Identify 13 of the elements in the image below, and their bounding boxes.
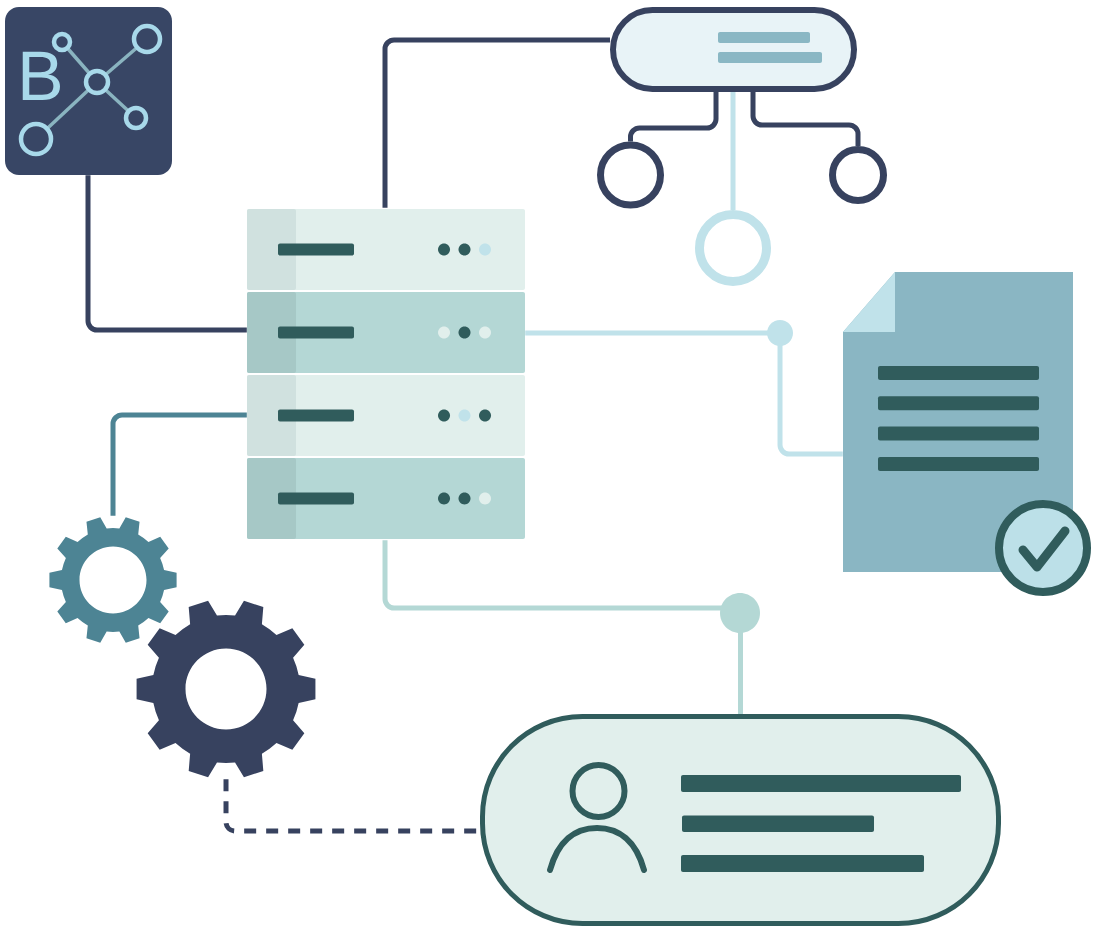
connector-line (525, 330, 843, 457)
ring (597, 141, 664, 209)
ring (829, 146, 887, 204)
connector-line (730, 92, 736, 210)
ring (695, 210, 771, 286)
gear (49, 517, 177, 643)
connector-line (85, 175, 247, 333)
connector-line (628, 92, 719, 142)
gear (136, 600, 316, 778)
connector-line (110, 412, 247, 516)
server-rack (247, 209, 525, 539)
connector-line (382, 37, 610, 208)
connector-line (382, 540, 743, 714)
